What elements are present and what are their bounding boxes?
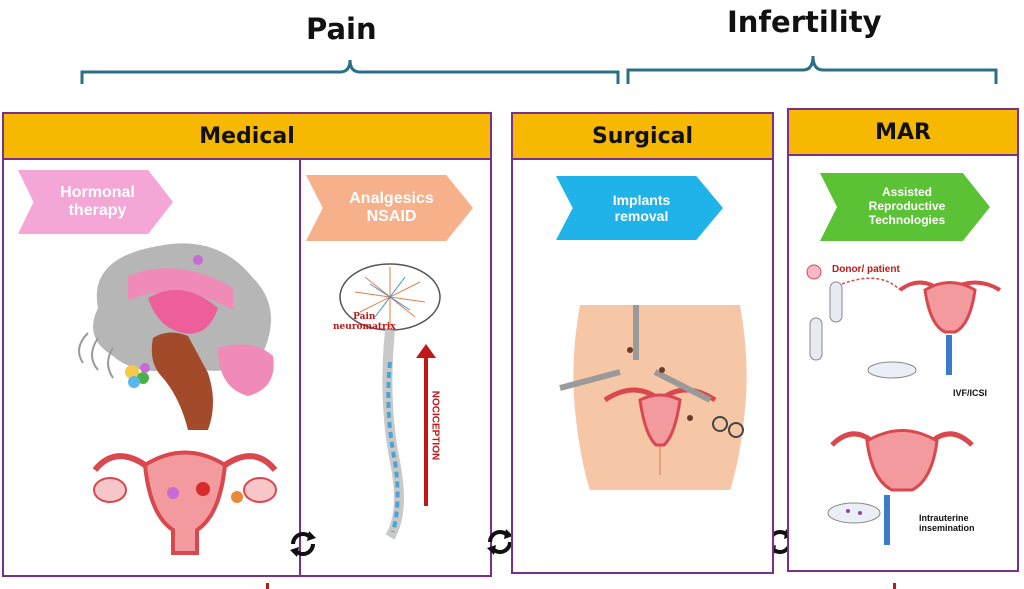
cycle-icon: [290, 531, 316, 557]
pain-brace: [80, 59, 620, 84]
donor-patient-label: Donor/ patient: [832, 264, 900, 275]
mar-header: MAR: [787, 108, 1019, 156]
iui-illustration: [827, 429, 974, 545]
surgery-abdomen-illustration: [559, 305, 747, 490]
cycle-icon: [487, 529, 513, 555]
brain-spine-illustration: [339, 263, 441, 540]
medical-divider: [299, 160, 301, 576]
ivf-illustration: [806, 264, 1002, 379]
surgical-title: Surgical: [591, 123, 694, 149]
hormonal-therapy-label: Hormonal therapy: [60, 183, 135, 219]
ivf-icsi-label: IVF/ICSI: [953, 388, 988, 398]
medical-header: Medical: [2, 112, 492, 160]
nociception-arrowhead: [416, 344, 436, 358]
mar-title: MAR: [875, 119, 931, 145]
implants-removal-arrow: Implants removal: [556, 176, 723, 240]
surgical-header: Surgical: [511, 112, 774, 160]
pain-title: Pain: [306, 12, 377, 46]
assisted-reproductive-technologies-arrow: Assisted Reproductive Technologies: [820, 173, 990, 241]
bottom-tick: [893, 583, 896, 589]
assisted-reproductive-technologies-label: Assisted Reproductive Technologies: [868, 185, 946, 227]
hormonal-therapy-arrow: Hormonal therapy: [18, 170, 173, 234]
intrauterine-insemination-label: Intrauterine insemination: [919, 513, 975, 533]
nociception-label: NOCICEPTION: [429, 390, 441, 461]
medical-title: Medical: [199, 123, 295, 149]
pain-neuromatrix-label: Pain neuromatrix: [333, 312, 396, 332]
bottom-tick: [266, 583, 269, 589]
analgesics-arrow: Analgesics NSAID: [306, 175, 473, 241]
uterus-medical-illustration: [92, 450, 278, 555]
brain-illustration: [78, 243, 274, 430]
analgesics-label: Analgesics NSAID: [349, 189, 434, 225]
implants-removal-label: Implants removal: [612, 191, 671, 224]
infertility-brace: [626, 55, 998, 84]
infertility-title: Infertility: [727, 5, 882, 39]
nociception-arrow: [424, 356, 428, 506]
